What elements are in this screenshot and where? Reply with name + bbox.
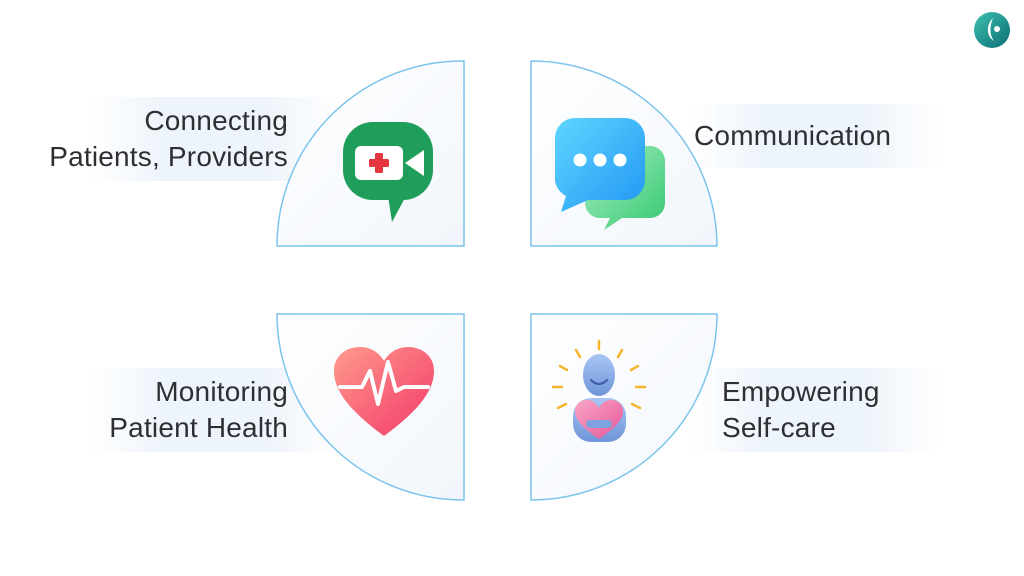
quadrant-bottom-right xyxy=(530,313,718,501)
label-top-right-line1: Communication xyxy=(694,120,892,151)
self-care-person-icon xyxy=(551,339,647,442)
label-bottom-right-line1: Empowering xyxy=(722,376,880,407)
label-band-bottom-right xyxy=(690,368,940,452)
heartbeat-icon xyxy=(334,347,434,436)
label-top-left-line1: Connecting xyxy=(144,105,288,136)
label-monitoring-patient-health: Monitoring Patient Health xyxy=(0,374,288,446)
label-communication: Communication xyxy=(694,118,954,154)
brand-logo-icon xyxy=(974,12,1010,48)
label-connecting-patients-providers: Connecting Patients, Providers xyxy=(0,103,288,175)
label-top-left-line2: Patients, Providers xyxy=(49,141,288,172)
label-bottom-left-line2: Patient Health xyxy=(109,412,288,443)
label-bottom-left-line1: Monitoring xyxy=(155,376,288,407)
label-band-top-right xyxy=(690,104,940,168)
label-bottom-right-line2: Self-care xyxy=(722,412,836,443)
video-call-icon xyxy=(343,122,433,222)
label-empowering-self-care: Empowering Self-care xyxy=(722,374,982,446)
chat-bubbles-icon xyxy=(555,118,665,230)
